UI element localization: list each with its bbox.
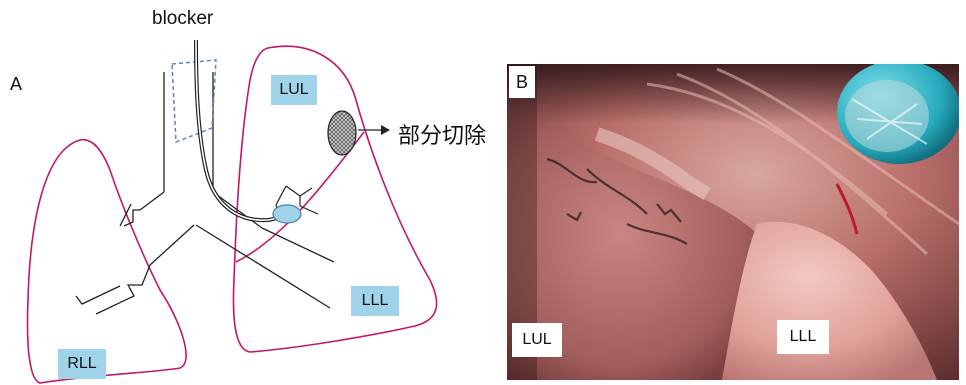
lll-label-b: LLL — [777, 320, 829, 354]
rll-outline — [28, 140, 187, 383]
right-lower-branch-2 — [76, 286, 120, 304]
left-bronchus-lower-wall — [196, 225, 330, 308]
blocker-outline-box — [172, 60, 216, 142]
blocker-balloon — [273, 205, 301, 223]
thoracoscopic-photo — [507, 64, 959, 380]
panel-a-letter: A — [10, 74, 22, 95]
resection-lesion — [328, 111, 356, 155]
rll-label-a: RLL — [58, 349, 106, 379]
left-lung-outline — [233, 46, 436, 352]
resection-label: 部分切除 — [398, 118, 486, 150]
right-bronchus-upper-wall — [124, 192, 164, 226]
resection-arrowhead — [381, 125, 390, 135]
bronchial-blocker-diagram — [0, 0, 510, 385]
left-lower-branch — [262, 228, 334, 262]
lul-label-a: LUL — [271, 75, 317, 105]
blocker-label: blocker — [152, 8, 213, 30]
right-bronchus-lower-wall — [150, 225, 194, 265]
lll-label-a: LLL — [351, 286, 399, 316]
lul-label-b: LUL — [512, 323, 562, 357]
panel-b-letter: B — [509, 66, 535, 98]
right-lower-branch — [96, 265, 150, 314]
